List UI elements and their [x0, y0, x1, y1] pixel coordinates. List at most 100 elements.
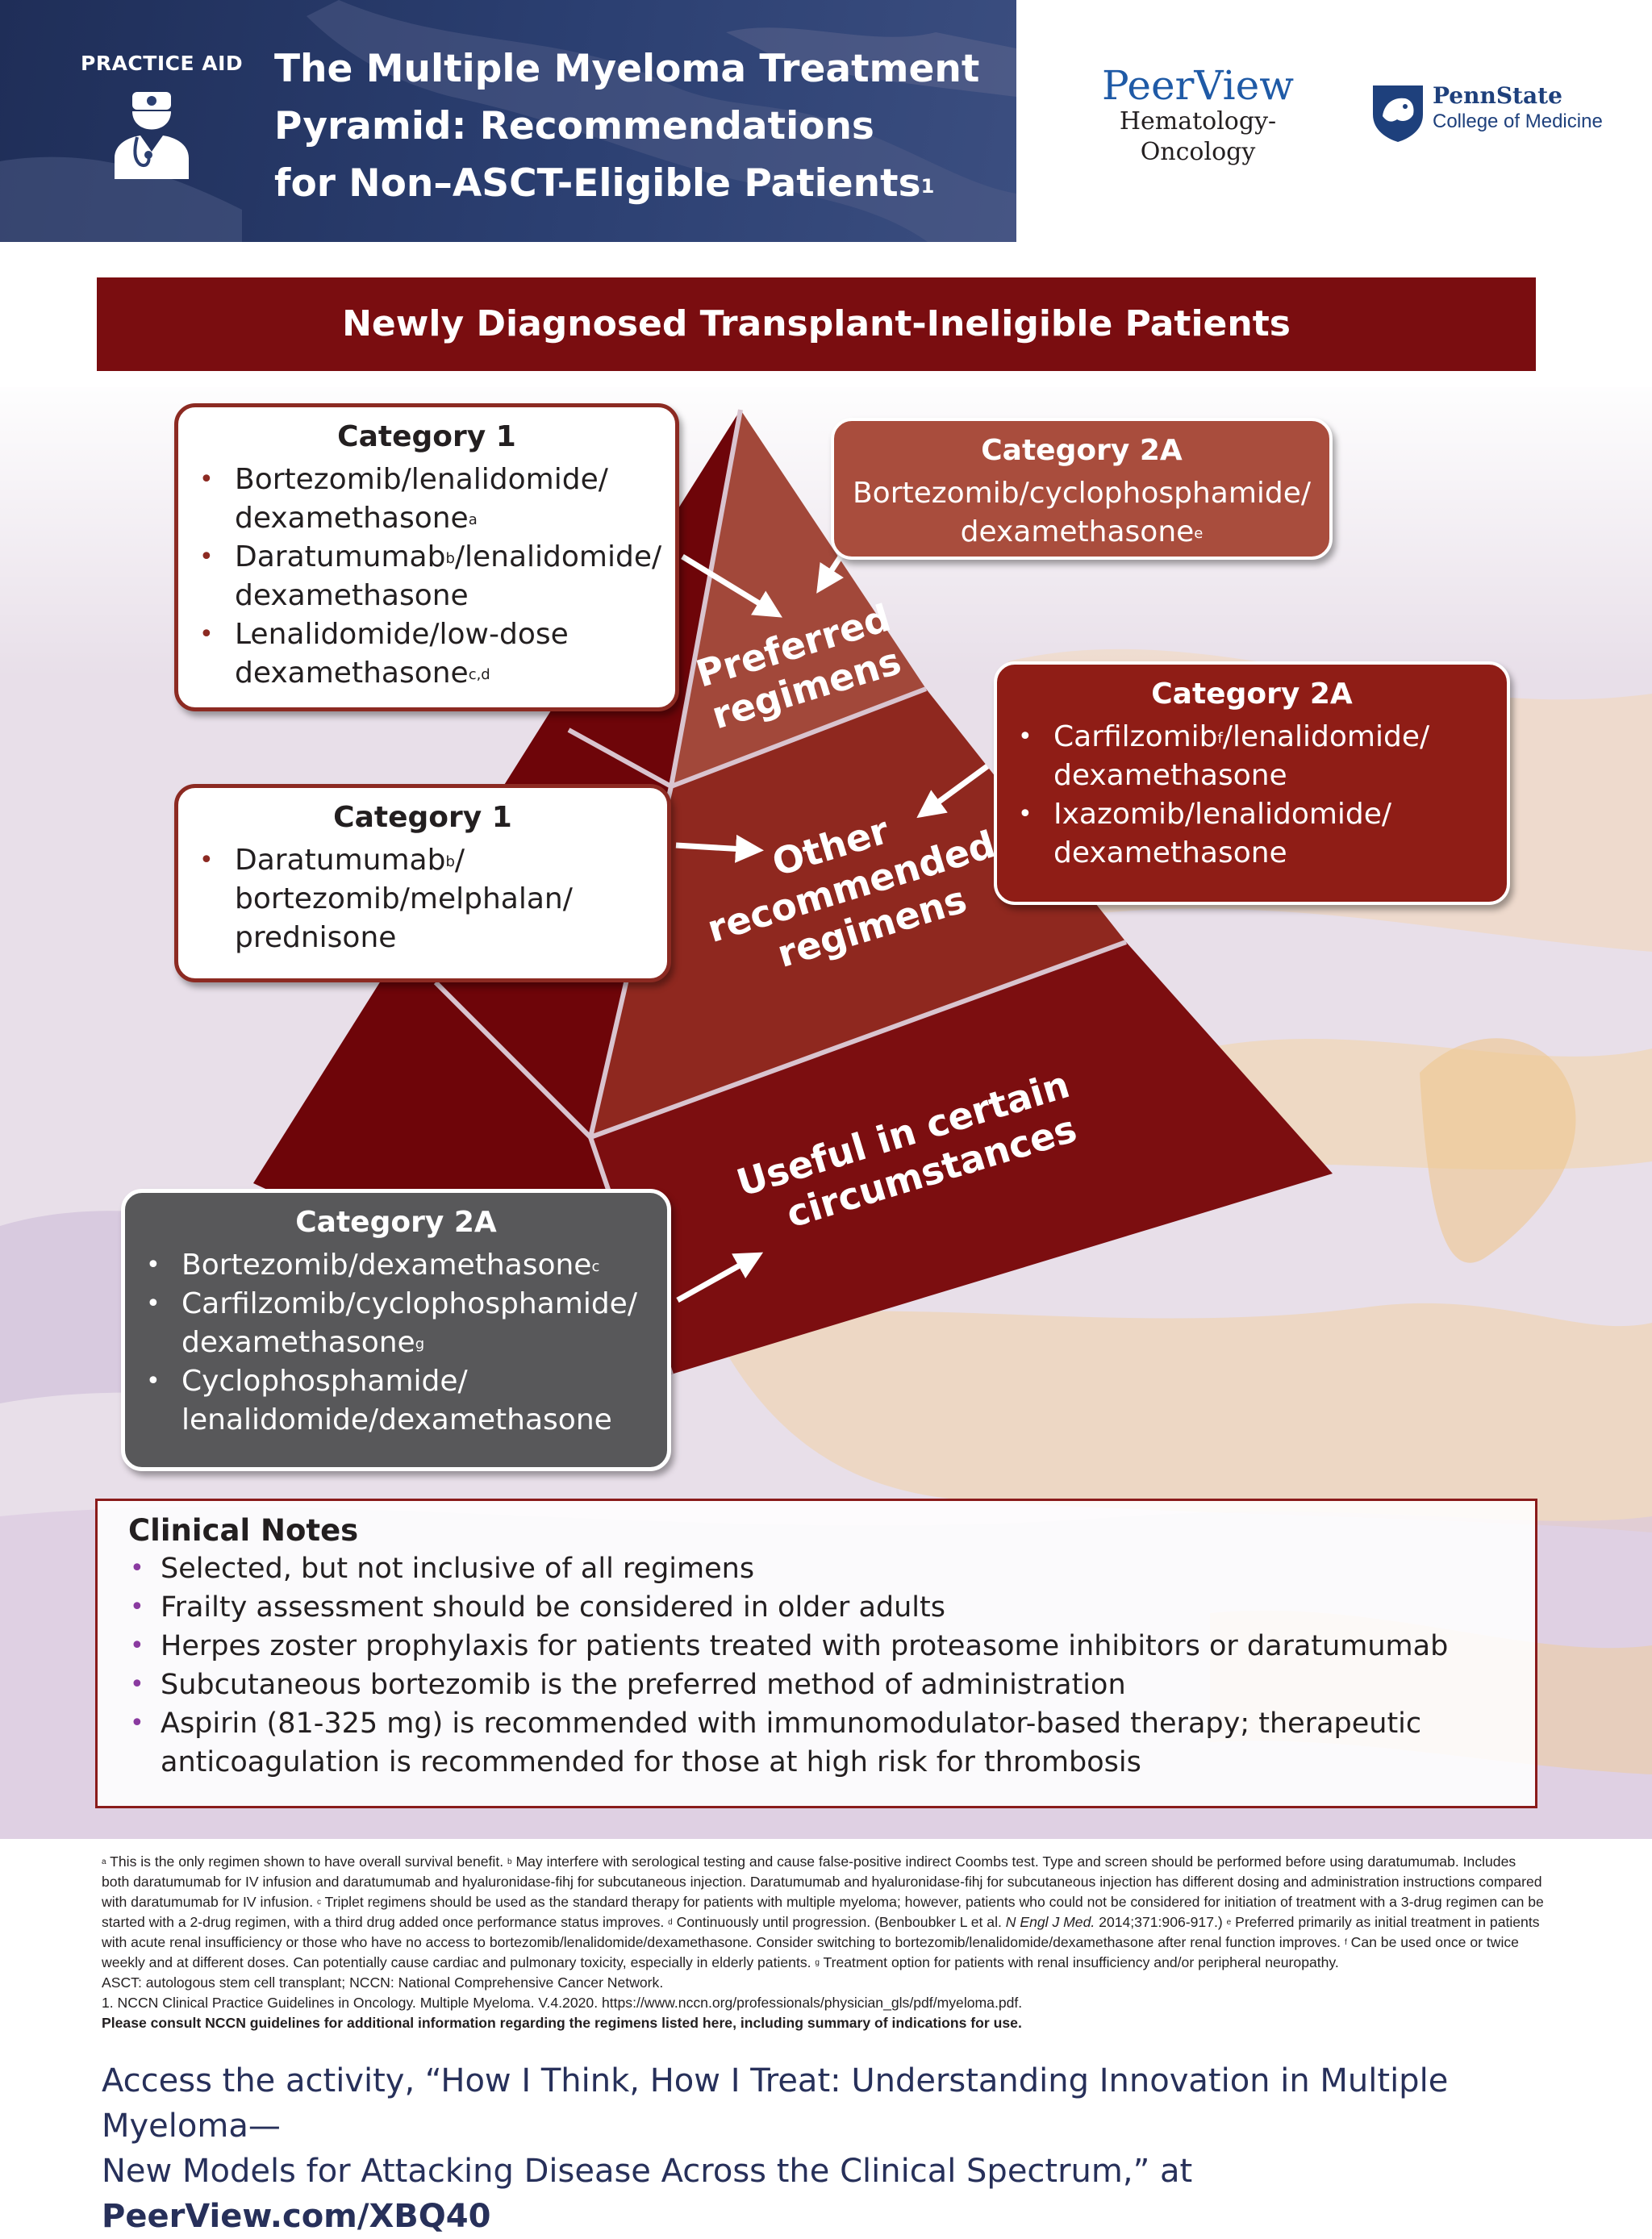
footnote-b: May interfere with serological testing a…: [102, 1853, 1542, 1910]
preferred-category2a-box: Category 2A Bortezomib/cyclophosphamide/…: [831, 418, 1333, 560]
title-line-1: The Multiple Myeloma Treatment: [274, 47, 980, 91]
pennstate-shield-icon: [1373, 85, 1423, 142]
preferred-category1-list: Bortezomib/lenalidomide/dexamethasonea D…: [194, 461, 662, 693]
list-item-text: Carfilzomib: [1053, 720, 1218, 753]
footnote-f: Can be used once or twice weekly and at …: [102, 1934, 1519, 1970]
pennstate-logo: PennState College of Medicine: [1433, 82, 1603, 134]
list-item-text: Daratumumab: [235, 844, 446, 877]
section-banner: Newly Diagnosed Transplant-Ineligible Pa…: [97, 277, 1536, 371]
list-item-text: lenalidomide/dexamethasone: [181, 1403, 612, 1436]
list-item: Carfilzomib/cyclophosphamide/dexamethaso…: [141, 1285, 651, 1362]
footnote-marker: g: [815, 1958, 820, 1967]
list-item-text: /lenalidomide/: [454, 540, 662, 573]
other-category1-box: Category 1 Daratumumabb/ bortezomib/melph…: [174, 784, 671, 982]
footnote-d: Continuously until progression. (Benboub…: [672, 1914, 1006, 1930]
list-item-text: bortezomib/melphalan/: [235, 882, 573, 915]
arrow-cat2a-useful: [676, 1252, 764, 1303]
footnote-a: This is the only regimen shown to have o…: [106, 1853, 507, 1870]
page-title: The Multiple Myeloma Treatment Pyramid: …: [274, 40, 1000, 212]
useful-category2a-box: Category 2A Bortezomib/dexamethasonec Ca…: [121, 1189, 671, 1471]
list-item: Lenalidomide/low-dose dexamethasonec,d: [194, 615, 659, 693]
list-item: Selected, but not inclusive of all regim…: [128, 1549, 1504, 1588]
other-category1-list: Daratumumabb/ bortezomib/melphalan/predni…: [194, 841, 651, 957]
footnote-marker: a: [102, 1857, 106, 1866]
pyramid-tier-useful: [590, 942, 1333, 1374]
list-item-text: Ixazomib/lenalidomide/: [1053, 798, 1392, 831]
footnote-marker: b: [445, 550, 455, 567]
pennstate-logo-subtitle: College of Medicine: [1433, 110, 1603, 132]
other-category2a-heading: Category 2A: [1151, 678, 1353, 711]
footnote-marker: e: [1226, 1918, 1232, 1927]
clinical-notes-heading: Clinical Notes: [128, 1513, 359, 1548]
preferred-category1-heading: Category 1: [337, 420, 516, 453]
footnote-paragraph: a This is the only regimen shown to have…: [102, 1852, 1546, 1973]
title-line-3-text: for Non–ASCT-Eligible Patients: [274, 161, 921, 206]
footnotes: a This is the only regimen shown to have…: [102, 1852, 1546, 2033]
doctor-icon: [115, 92, 189, 179]
list-item-text: Bortezomib/dexamethasone: [181, 1249, 592, 1282]
list-item-text: dexamethasone: [235, 657, 469, 690]
list-item: Daratumumabb/ bortezomib/melphalan/predni…: [194, 841, 651, 957]
preferred-category2a-line2: dexamethasone: [960, 515, 1195, 548]
preferred-category2a-line2-wrap: dexamethasonee: [850, 513, 1313, 552]
footnote-marker: c,d: [468, 666, 490, 683]
preferred-category2a-line1: Bortezomib/cyclophosphamide/: [852, 477, 1312, 510]
footnote-marker: e: [1194, 525, 1204, 542]
list-item: Ixazomib/lenalidomide/dexamethasone: [1013, 795, 1491, 873]
pennstate-logo-name: PennState: [1433, 82, 1562, 109]
list-item-text: /lenalidomide/: [1222, 720, 1430, 753]
title-line-3: for Non–ASCT-Eligible Patients1: [274, 155, 1000, 212]
cta-line-1: Access the activity, “How I Think, How I…: [102, 2062, 1449, 2145]
footnote-marker: b: [507, 1857, 512, 1866]
footnote-marker: f: [1344, 1938, 1347, 1947]
other-category1-heading: Category 1: [333, 801, 512, 834]
footnote-g: Treatment option for patients with renal…: [819, 1954, 1339, 1970]
list-item-text: Lenalidomide/low-dose: [235, 618, 569, 651]
footnote-marker: a: [468, 511, 478, 528]
list-item: Daratumumabb/lenalidomide/dexamethasone: [194, 538, 662, 615]
pointer-arrows: [675, 550, 990, 1303]
footnote-d-journal: N Engl J Med.: [1005, 1914, 1095, 1930]
cta-line-2-wrap: New Models for Attacking Disease Across …: [102, 2149, 1570, 2239]
footnote-c: Triplet regimens should be used as the s…: [102, 1894, 1544, 1930]
activity-link[interactable]: PeerView.com/XBQ40: [102, 2198, 491, 2235]
reference-1: 1. NCCN Clinical Practice Guidelines in …: [102, 1995, 1023, 2011]
list-item: Aspirin (81-325 mg) is recommended with …: [128, 1704, 1504, 1782]
footnote-marker: c: [591, 1258, 600, 1275]
header-panel: PRACTICE AID The Multiple Myeloma Treatm…: [0, 0, 1016, 242]
footnote-e: Preferred primarily as initial treatment…: [102, 1914, 1540, 1950]
list-item-text: /: [454, 844, 465, 877]
clinical-notes-box: Clinical Notes Selected, but not inclusi…: [95, 1499, 1537, 1808]
footnote-marker: f: [1217, 730, 1223, 747]
preferred-category2a-heading: Category 2A: [981, 434, 1183, 467]
list-item-text: dexamethasone: [235, 502, 469, 535]
list-item-text: dexamethasone: [181, 1326, 415, 1359]
list-item-text: dexamethasone: [235, 579, 469, 612]
list-item-text: Daratumumab: [235, 540, 446, 573]
list-item: Herpes zoster prophylaxis for patients t…: [128, 1627, 1504, 1666]
list-item-text: Carfilzomib/cyclophosphamide/: [181, 1287, 637, 1320]
footnote-marker: c: [316, 1898, 321, 1907]
list-item: Bortezomib/lenalidomide/dexamethasonea: [194, 461, 659, 538]
clinical-notes-list: Selected, but not inclusive of all regim…: [128, 1549, 1504, 1782]
list-item-text: prednisone: [235, 921, 397, 954]
practice-aid-label: PRACTICE AID: [81, 52, 244, 75]
peerview-logo-name: PeerView: [1101, 62, 1295, 109]
footnote-marker: b: [445, 853, 455, 870]
pyramid-tier-other: [590, 689, 1126, 1137]
list-item-text: Bortezomib/lenalidomide/: [235, 463, 608, 496]
header-texture: [0, 0, 1016, 242]
list-item: Bortezomib/dexamethasonec: [141, 1246, 651, 1285]
title-line-2: Pyramid: Recommendations: [274, 104, 874, 148]
abbreviations: ASCT: autologous stem cell transplant; N…: [102, 1974, 664, 1991]
list-item: Carfilzomibf/lenalidomide/dexamethasone: [1013, 718, 1491, 795]
preferred-category1-box: Category 1 Bortezomib/lenalidomide/dexam…: [174, 403, 679, 711]
useful-category2a-list: Bortezomib/dexamethasonec Carfilzomib/cy…: [141, 1246, 651, 1440]
other-category2a-box: Category 2A Carfilzomibf/lenalidomide/de…: [994, 661, 1510, 905]
list-item: Cyclophosphamide/lenalidomide/dexamethas…: [141, 1362, 651, 1440]
list-item-text: dexamethasone: [1053, 759, 1287, 792]
call-to-action: Access the activity, “How I Think, How I…: [102, 2058, 1570, 2239]
footnote-marker: g: [415, 1336, 425, 1353]
title-reference: 1: [920, 175, 935, 198]
pyramid-tier-preferred: [671, 410, 926, 786]
